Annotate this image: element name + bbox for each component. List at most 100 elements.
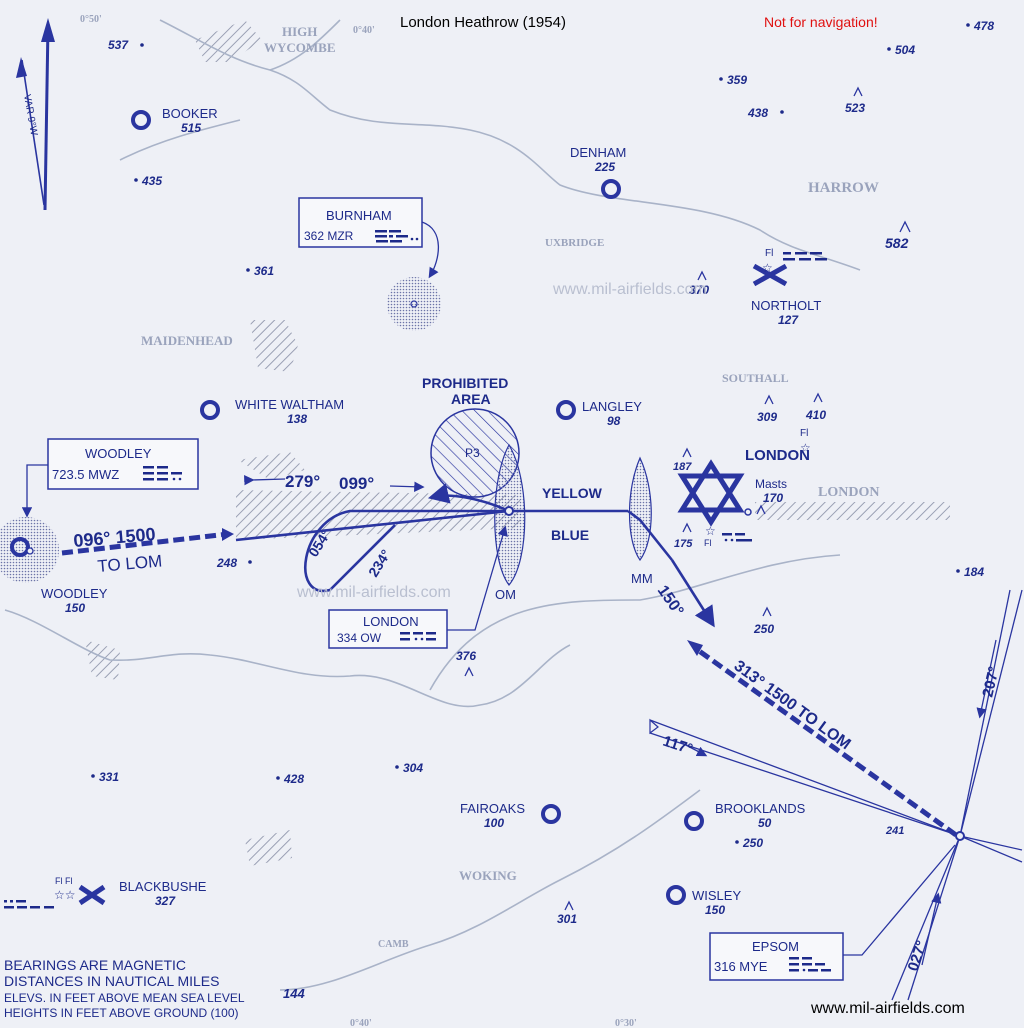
airfield-name: WOODLEY	[41, 586, 108, 601]
airfield-name: BOOKER	[162, 106, 218, 121]
morse-code	[789, 957, 831, 972]
beacon-name: EPSOM	[752, 939, 799, 954]
town-label: WYCOMBE	[264, 40, 336, 55]
beacon-name: LONDON	[363, 614, 419, 629]
spot-height: 250	[742, 836, 763, 850]
legend-line: HEIGHTS IN FEET ABOVE GROUND (100)	[4, 1006, 239, 1020]
spot-height: 184	[964, 565, 984, 579]
airfield-booker: BOOKER 515	[131, 106, 218, 135]
airfield-elev: 225	[594, 160, 615, 174]
spot-height: 582	[885, 235, 909, 251]
chart-title: London Heathrow (1954)	[400, 14, 566, 31]
spot-height: 175	[674, 538, 693, 550]
airfield-name: LONDON	[745, 447, 810, 464]
airfield-elev: 150	[65, 601, 85, 615]
spot-height: 144	[283, 986, 305, 1001]
graticule-label: 0°40'	[353, 25, 375, 36]
marker-label-om: OM	[495, 587, 516, 602]
spot-height: 359	[727, 73, 747, 87]
airfield-elev: 127	[778, 313, 799, 327]
morse-code	[400, 632, 436, 641]
route-label-yellow: YELLOW	[542, 485, 603, 501]
spot-height: 309	[757, 410, 777, 424]
airfield-langley: LANGLEY 98	[556, 399, 642, 428]
beacon-freq: 723.5 MWZ	[52, 467, 119, 482]
railways	[4, 19, 861, 991]
prohibited-area: PROHIBITED AREA P3	[422, 375, 520, 498]
spot-height: 435	[141, 174, 162, 188]
airfield-white-waltham: WHITE WALTHAM 138	[200, 397, 344, 426]
airfield-elev: 98	[607, 414, 621, 428]
beacon-freq: 362 MZR	[304, 229, 354, 243]
spot-height: 361	[254, 264, 274, 278]
airfield-denham: DENHAM 225	[570, 145, 626, 199]
prohibited-subtitle: AREA	[451, 391, 491, 407]
watermark: www.mil-airfields.com	[552, 281, 707, 298]
morse-code	[783, 252, 827, 261]
london-beacon: LONDON 334 OW	[328, 525, 508, 649]
town-label: MAIDENHEAD	[141, 333, 233, 348]
spot-height: 370	[689, 283, 709, 297]
radial-label: 207°	[979, 665, 1003, 699]
watermark: www.mil-airfields.com	[296, 584, 451, 601]
legend: BEARINGS ARE MAGNETIC DISTANCES IN NAUTI…	[4, 957, 245, 1020]
spot-height: 331	[99, 770, 119, 784]
prohibited-title: PROHIBITED	[422, 375, 508, 391]
runway-bearing: 099°	[339, 474, 374, 493]
legend-line: BEARINGS ARE MAGNETIC	[4, 957, 186, 973]
warning-label: Not for navigation!	[764, 14, 878, 30]
airfield-elev: 515	[181, 121, 201, 135]
airfield-name: WISLEY	[692, 888, 741, 903]
light-label: Fl Fl	[55, 876, 73, 886]
route-label-blue: BLUE	[551, 527, 589, 543]
star-icon: ☆	[800, 441, 811, 455]
town-label: SOUTHALL	[722, 371, 789, 385]
graticule-label: 0°40'	[350, 1018, 372, 1028]
light-label: Fl	[765, 248, 773, 259]
airfield-northolt: Fl ☆ NORTHOLT 127	[751, 248, 827, 327]
woodley-beacon: WOODLEY 723.5 MWZ WOODLEY 150	[0, 438, 199, 615]
masts-elev: 170	[763, 491, 783, 505]
spot-height: 523	[845, 101, 865, 115]
airfield-name: NORTHOLT	[751, 298, 821, 313]
spot-height: 304	[403, 761, 423, 775]
beacon-name: WOODLEY	[85, 446, 152, 461]
spot-height: 537	[108, 38, 129, 52]
spot-heights: 537 435 361 248 331 428 304 376 301 250 …	[91, 19, 994, 1001]
morse-code	[143, 466, 182, 481]
airfield-wisley: WISLEY 150	[666, 885, 741, 917]
beacon-freq: 334 OW	[337, 631, 382, 645]
spot-height: 301	[557, 912, 577, 926]
spot-height: 187	[673, 461, 692, 473]
graticule-label: 0°30'	[615, 1018, 637, 1028]
town-label: LONDON	[818, 485, 879, 500]
approach-band-east	[755, 502, 950, 520]
spot-height: 410	[805, 408, 826, 422]
star-icon: ☆	[705, 524, 716, 538]
morse-code	[375, 230, 419, 243]
town-label: WOKING	[459, 868, 517, 883]
airfield-elev: 50	[758, 816, 772, 830]
star-icon: ☆☆	[54, 888, 76, 902]
airfield-name: DENHAM	[570, 145, 626, 160]
star-icon: ☆	[762, 261, 773, 275]
morse-code	[4, 900, 54, 909]
watermark-footer: www.mil-airfields.com	[810, 1000, 965, 1017]
built-up-areas	[85, 20, 305, 866]
airfield-blackbushe: Fl Fl ☆☆ BLACKBUSHE 327	[4, 876, 207, 909]
morse-code	[722, 533, 752, 542]
town-label: HIGH	[282, 24, 317, 39]
airfield-brooklands: BROOKLANDS 50	[684, 801, 806, 831]
approach-line-mm	[627, 509, 674, 561]
spot-height: 248	[216, 556, 237, 570]
marker-label-mm: MM	[631, 571, 653, 586]
airfield-name: FAIROAKS	[460, 801, 525, 816]
spot-height: 428	[283, 772, 304, 786]
town-label: HARROW	[808, 180, 879, 196]
spot-height: 250	[753, 622, 774, 636]
spot-height: 504	[895, 43, 915, 57]
airfield-elev: 100	[484, 816, 504, 830]
legend-line: ELEVS. IN FEET ABOVE MEAN SEA LEVEL	[4, 991, 245, 1005]
procedure-turn-return	[427, 483, 510, 513]
